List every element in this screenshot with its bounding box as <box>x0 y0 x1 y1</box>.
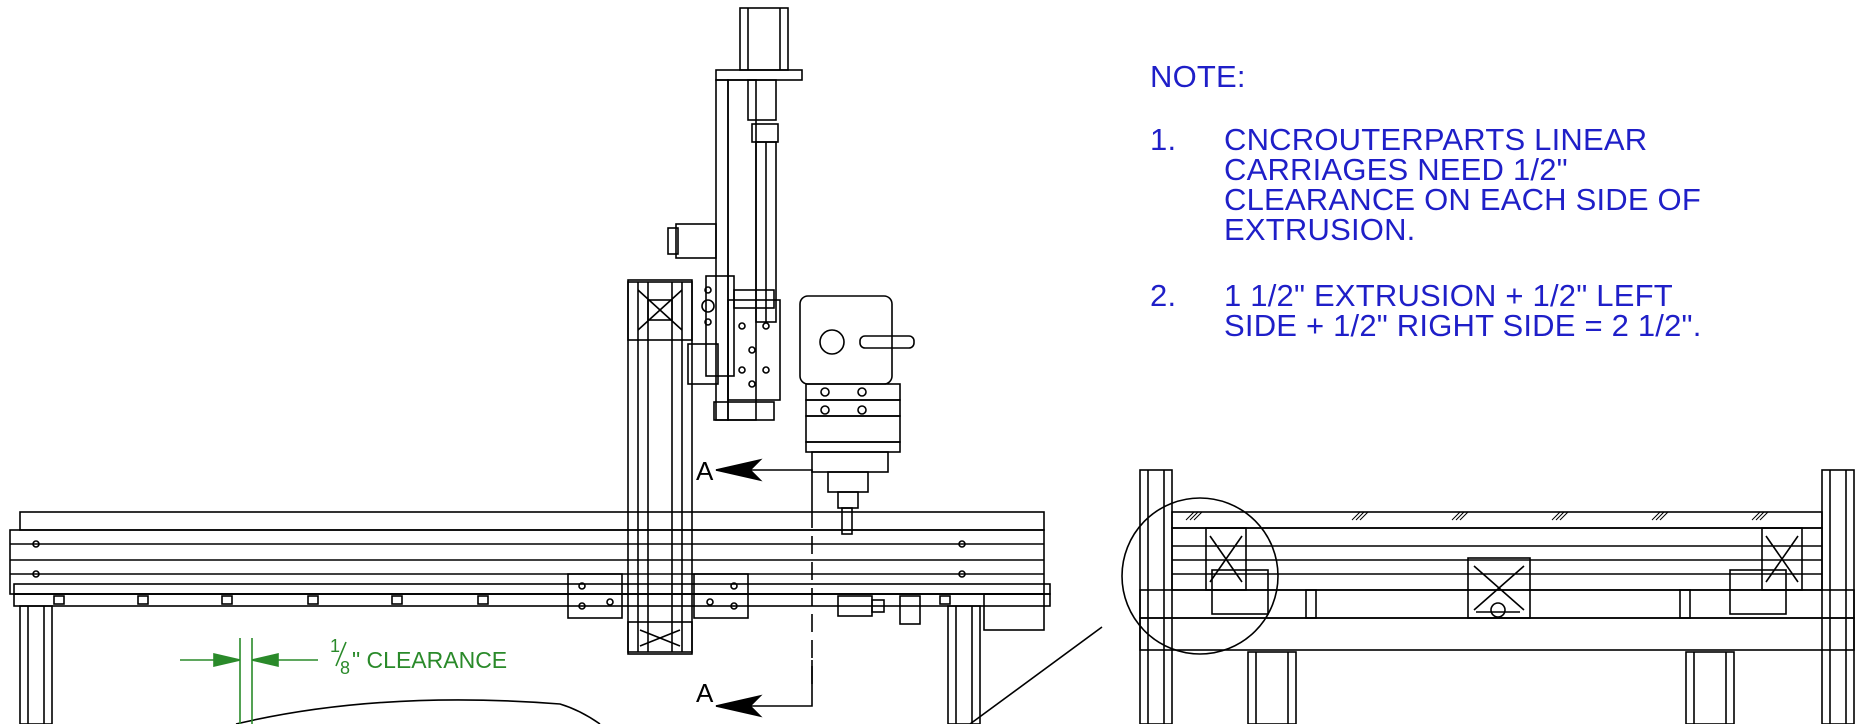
note-line: 1 1/2" EXTRUSION + 1/2" LEFT <box>1224 278 1673 313</box>
note-number: 2. <box>1150 278 1177 313</box>
section-label-bottom: A <box>696 678 714 708</box>
right-leg <box>947 593 1045 724</box>
detail-circle-left <box>235 699 601 724</box>
clearance-denominator: 8 <box>340 658 350 678</box>
detail-leader <box>969 626 1103 724</box>
note-heading: NOTE: <box>1150 59 1246 94</box>
left-leg <box>19 605 53 724</box>
gantry-upright <box>627 279 693 655</box>
section-label-top: A <box>696 456 714 486</box>
detail-circle-right <box>1121 497 1279 655</box>
clearance-text: " CLEARANCE <box>352 647 507 673</box>
section-line-a <box>715 458 813 718</box>
clearance-numerator: 1 <box>330 636 340 656</box>
spindle <box>799 295 915 535</box>
note-line: CARRIAGES NEED 1/2" <box>1224 152 1568 187</box>
note-number: 1. <box>1150 122 1177 157</box>
rail-carriage <box>567 573 749 619</box>
z-axis-assembly <box>667 7 803 421</box>
note-line: CNCROUTERPARTS LINEAR <box>1224 122 1648 157</box>
note-line: CLEARANCE ON EACH SIDE OF <box>1224 182 1701 217</box>
cable-fittings <box>837 595 921 625</box>
note-line: SIDE + 1/2" RIGHT SIDE = 2 1/2". <box>1224 308 1702 343</box>
gantry-rail <box>9 511 1051 607</box>
end-view <box>1121 469 1855 724</box>
clearance-label: 1 8 " CLEARANCE <box>330 636 507 678</box>
note-line: EXTRUSION. <box>1224 212 1416 247</box>
clearance-dimension <box>180 638 318 724</box>
